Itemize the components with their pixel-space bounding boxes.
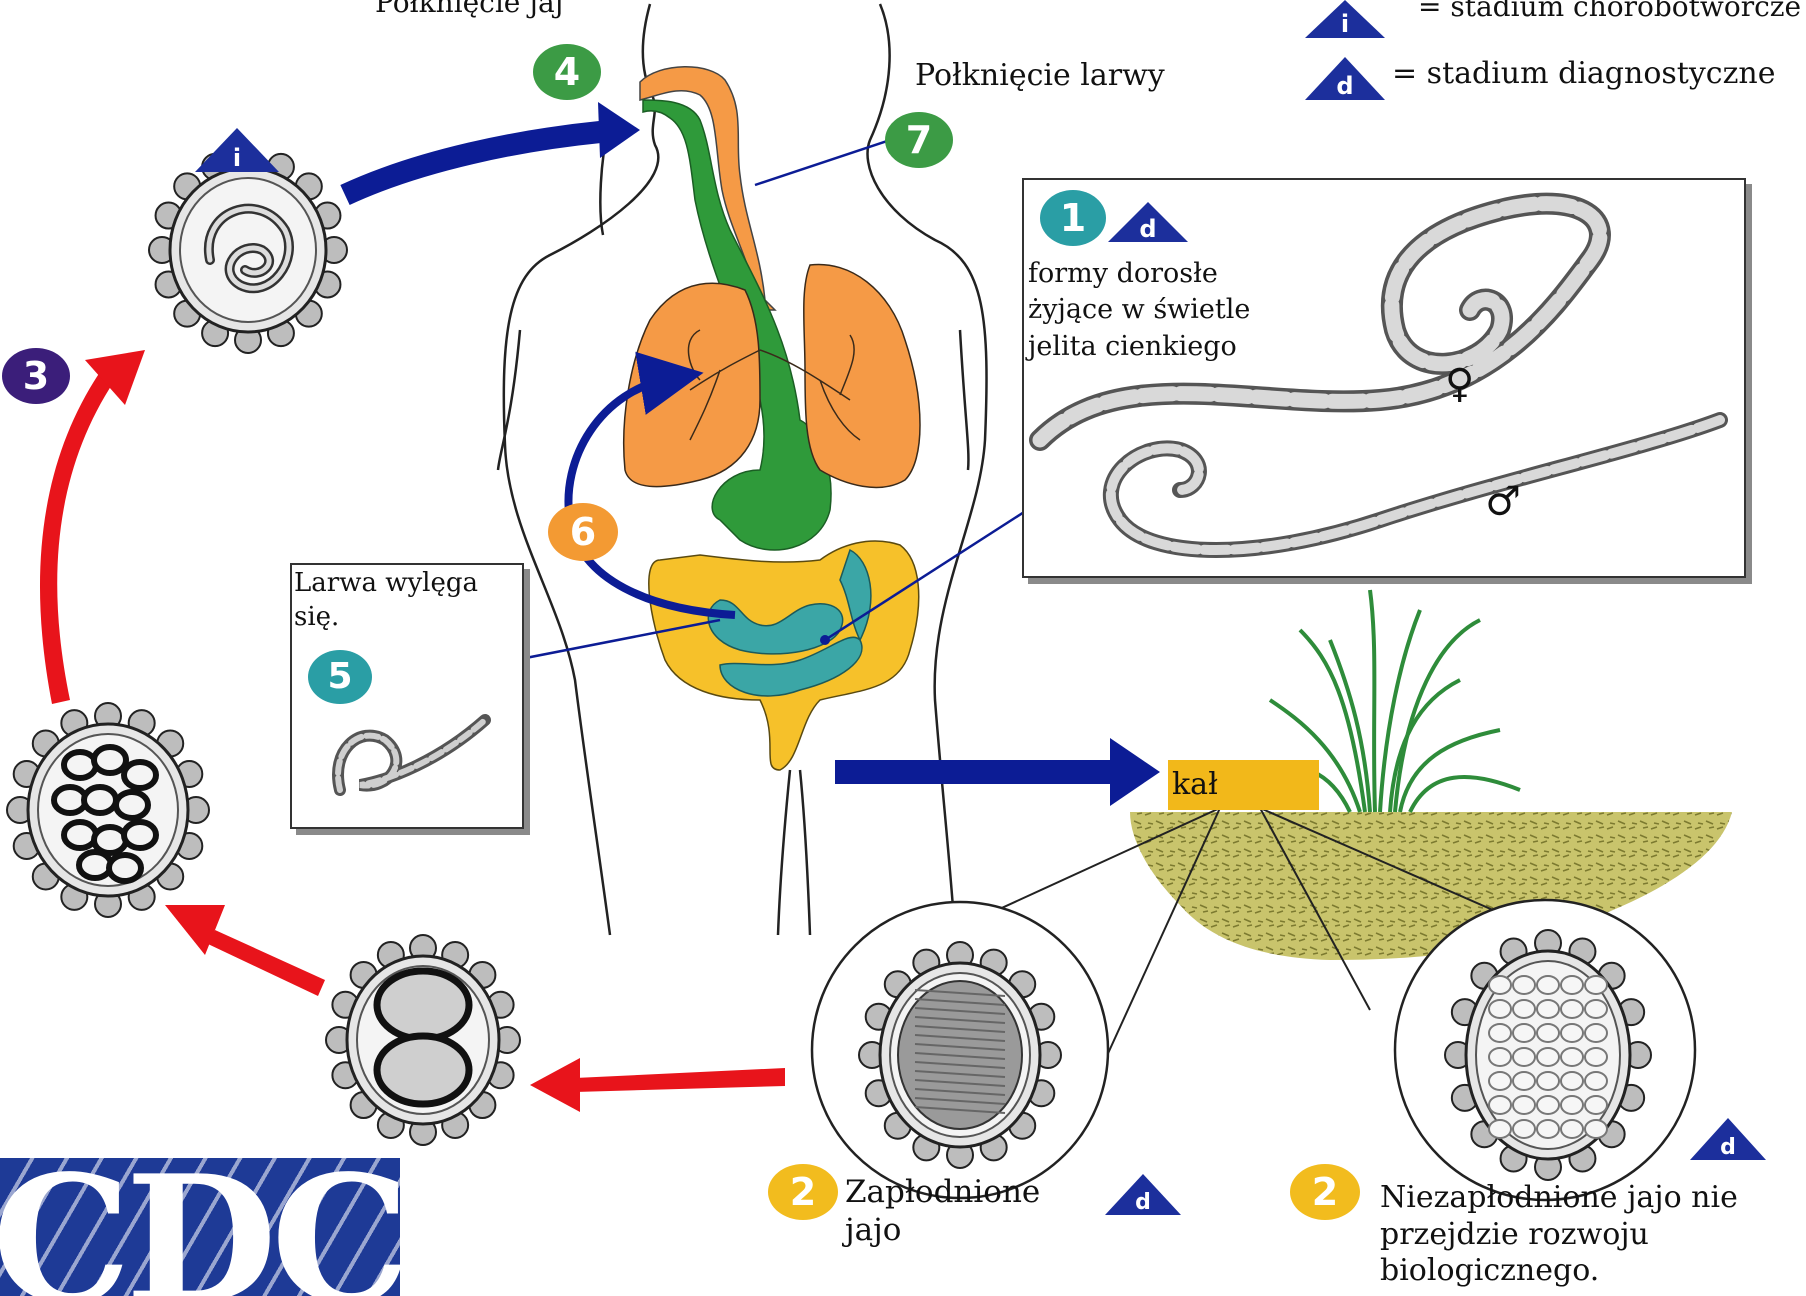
fertilized-egg-label: Zapłodnione jajo	[845, 1174, 1040, 1250]
adult-forms-label: formy dorosłe żyjące w świetle jelita ci…	[1028, 256, 1250, 365]
legend-diagnostic-text: = stadium diagnostyczne	[1392, 56, 1775, 93]
fertilized-egg	[859, 942, 1061, 1168]
adult-forms-panel	[1022, 178, 1746, 578]
swallow-arrow	[345, 102, 640, 195]
svg-text:i: i	[1341, 10, 1349, 38]
svg-text:d: d	[1336, 72, 1353, 100]
swallow-larvae-label: Połknięcie larwy	[915, 58, 1165, 95]
cdc-logo-text: CDC	[0, 1158, 400, 1296]
cdc-logo: CDC	[0, 1158, 400, 1296]
larva-hatches-label: Larwa wylęga się.	[294, 567, 478, 635]
step-3-badge: 3	[2, 348, 70, 404]
step-2-unfertilized-badge: 2	[1290, 1164, 1360, 1220]
legend-infective-text: = stadium chorobotwórcze	[1418, 0, 1801, 24]
female-symbol-icon: ♀	[1445, 360, 1474, 409]
step-2-fertilized-badge: 2	[768, 1164, 838, 1220]
two-cell-egg	[326, 935, 520, 1145]
step-5-badge: 5	[308, 650, 372, 704]
colon-illustration	[649, 541, 919, 770]
swallow-eggs-label: Połknięcie jaj	[375, 0, 563, 20]
legend-triangles: i d	[1305, 0, 1385, 100]
step-1-badge: 1	[1040, 190, 1106, 246]
feces-label: kał	[1168, 760, 1319, 810]
unfertilized-egg-label: Niezapłodnione jajo nie przejdzie rozwoj…	[1380, 1180, 1738, 1290]
step-4-badge: 4	[533, 44, 601, 100]
unfertilized-egg	[1445, 930, 1651, 1180]
male-symbol-icon: ♂	[1485, 478, 1521, 527]
feces-arrow	[835, 738, 1160, 806]
step-7-badge: 7	[885, 112, 953, 168]
infective-egg	[149, 147, 347, 353]
step-6-badge: 6	[548, 503, 618, 561]
pointer-dot	[820, 635, 830, 645]
multicell-egg	[7, 703, 209, 917]
